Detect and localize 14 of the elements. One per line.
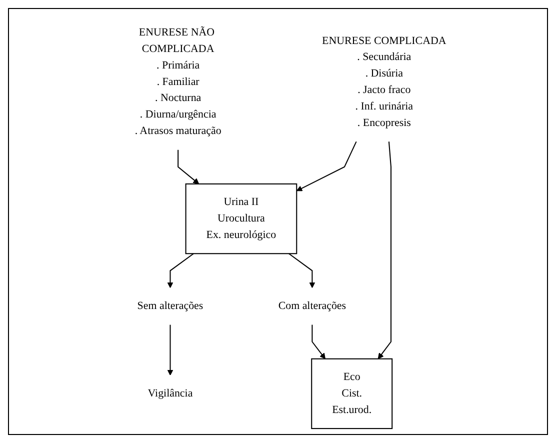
node-text: Sem alterações	[137, 300, 204, 312]
node-text: ENURESE NÃO COMPLICADA . Primária . Familiar . Nocturna . Diurna/urgência . Atrasos maturação	[134, 26, 222, 137]
arrow	[312, 324, 326, 360]
arrow	[178, 150, 200, 184]
arrow	[167, 324, 174, 376]
node-box: Eco Cist. Est.urod.	[311, 358, 393, 430]
arrow	[378, 142, 392, 360]
arrow	[167, 253, 194, 288]
node-text: ENURESE COMPLICADA . Secundária . Disúria . Jacto fraco . Inf. urinária . Encopresis	[322, 34, 446, 129]
node-text: Com alterações	[278, 300, 346, 312]
node-box: Urina II Urocultura Ex. neurológico	[185, 183, 298, 254]
arrow	[296, 141, 357, 192]
node-text: Vigilância	[148, 388, 193, 400]
arrow	[288, 253, 316, 288]
